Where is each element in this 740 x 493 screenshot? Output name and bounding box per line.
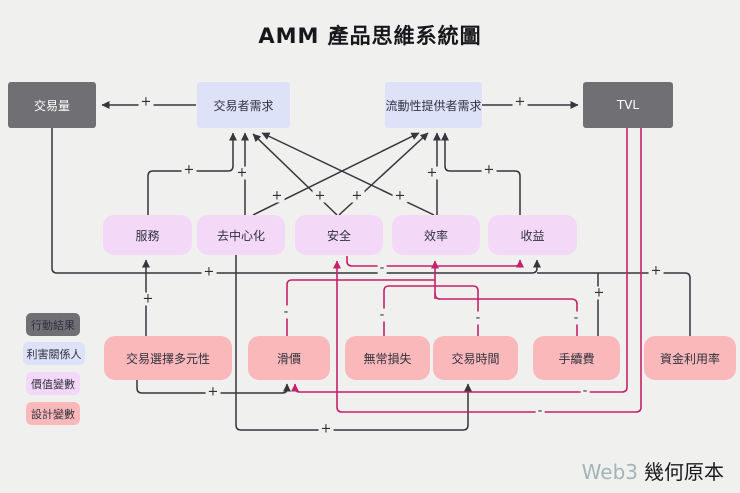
node-volume: 交易量 [8, 82, 96, 128]
node-trader-demand: 交易者需求 [197, 82, 290, 128]
node-lp-demand: 流動性提供者需求 [385, 82, 482, 128]
watermark-suffix: 幾何原本 [644, 460, 724, 484]
diagram-title: AMM 產品思維系統圖 [258, 24, 482, 48]
edge-sign: - [281, 304, 291, 320]
node-revenue: 收益 [488, 215, 577, 255]
node-service: 服務 [103, 215, 192, 255]
edge-capital-utilization-to-revenue [537, 272, 691, 336]
watermark-prefix: Web3 [581, 460, 638, 484]
edge-sign: + [392, 188, 408, 204]
node-asset-variety: 交易選擇多元性 [104, 336, 232, 380]
node-decentralization: 去中心化 [197, 215, 285, 255]
node-efficiency: 效率 [392, 215, 480, 255]
edge-sign: + [312, 188, 328, 204]
edge-sign: + [481, 162, 497, 178]
edge-sign: + [138, 94, 154, 110]
legend-design-variable: 設計變數 [26, 402, 80, 425]
edge-efficiency-to-trader-demand [261, 132, 435, 216]
node-trade-time: 交易時間 [433, 336, 518, 380]
legend-stakeholder: 利害關係人 [23, 342, 85, 365]
edge-sign: - [580, 383, 590, 399]
edge-sign: + [349, 188, 365, 204]
legend-action-result: 行動結果 [26, 313, 80, 336]
edge-impermanent-loss-and-trade-time-to-efficiency [383, 285, 479, 336]
edge-sign: + [140, 291, 156, 307]
legend-value-variable: 價值變數 [26, 372, 80, 395]
edge-sign: + [234, 165, 250, 181]
edge-sign: + [591, 285, 607, 301]
edge-sign: - [473, 310, 483, 326]
edge-security-to-revenue [346, 256, 524, 268]
node-capital-utilization: 資金利用率 [644, 336, 736, 380]
edge-sign: + [318, 421, 334, 437]
edge-sign: + [201, 264, 217, 280]
edge-sign: - [377, 307, 387, 323]
edge-sign: + [181, 162, 197, 178]
edge-sign: + [205, 384, 221, 400]
edge-fee-to-efficiency [434, 292, 578, 336]
node-security: 安全 [295, 215, 383, 255]
edge-sign: + [424, 165, 440, 181]
node-tvl: TVL [583, 82, 673, 128]
edge-sign: + [648, 263, 664, 279]
edge-slippage-to-efficiency [286, 279, 435, 336]
node-slippage: 滑價 [248, 336, 330, 380]
edge-tvl-to-slippage [291, 128, 628, 393]
edge-sign: - [535, 403, 545, 419]
edge-decentralization-to-trade-time [235, 255, 472, 431]
edge-volume-to-revenue [51, 128, 541, 274]
edge-sign: - [377, 260, 387, 276]
node-fee: 手續費 [533, 336, 620, 380]
edge-sign: + [269, 188, 285, 204]
node-impermanent-loss: 無常損失 [345, 336, 430, 380]
edge-sign: + [512, 94, 528, 110]
edge-tvl-to-security [333, 128, 642, 413]
edge-sign: - [571, 310, 581, 326]
